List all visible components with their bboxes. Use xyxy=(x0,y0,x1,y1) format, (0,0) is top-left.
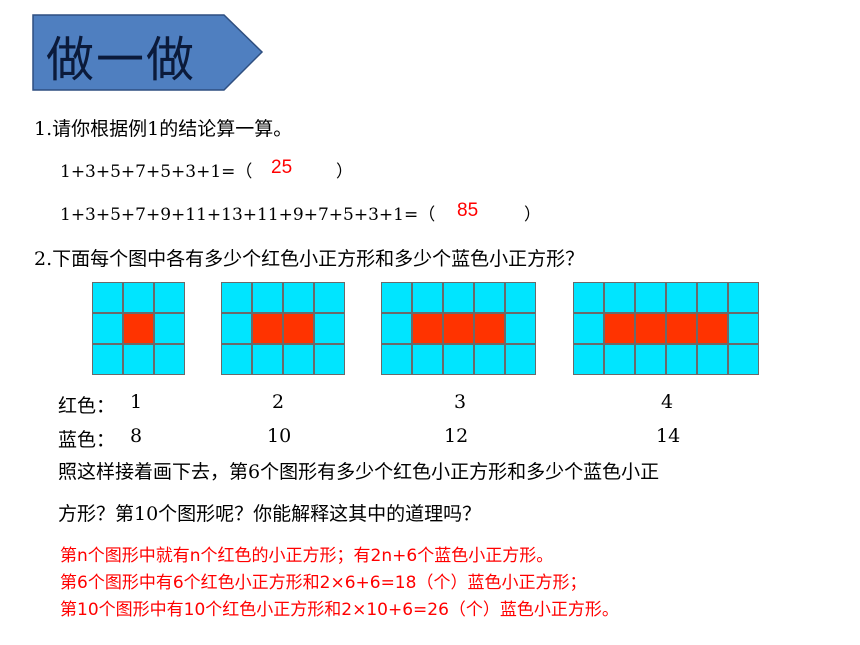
title-banner: 做一做 xyxy=(32,14,264,91)
blue-square xyxy=(697,344,728,375)
blue-square xyxy=(92,344,123,375)
blue-square xyxy=(474,282,505,313)
blue-square xyxy=(505,282,536,313)
blue-square xyxy=(92,282,123,313)
blue-square xyxy=(252,282,283,313)
blue-square xyxy=(604,282,635,313)
red-square xyxy=(666,313,697,344)
blue-square xyxy=(505,344,536,375)
blue-square xyxy=(573,282,604,313)
red-count-1: 1 xyxy=(130,391,143,413)
blue-square xyxy=(635,344,666,375)
question-1-prompt: 1.请你根据例1的结论算一算。 xyxy=(34,118,293,140)
blue-square xyxy=(314,313,345,344)
question-2-prompt: 2.下面每个图中各有多少个红色小正方形和多少个蓝色小正方形？ xyxy=(34,248,585,270)
blue-square xyxy=(728,344,759,375)
blue-square xyxy=(381,313,412,344)
figure-1 xyxy=(92,282,185,375)
blue-square xyxy=(92,313,123,344)
equation-2-text: 1+3+5+7+9+11+13+11+9+7+5+3+1=（ xyxy=(60,205,436,225)
blue-count-1: 8 xyxy=(130,425,143,447)
blue-square xyxy=(412,344,443,375)
blue-square xyxy=(252,344,283,375)
blue-square xyxy=(412,282,443,313)
blue-square xyxy=(154,313,185,344)
red-square xyxy=(443,313,474,344)
equation-1-close: ） xyxy=(336,162,353,182)
figure-3 xyxy=(381,282,536,375)
red-label: 红色： xyxy=(58,395,116,417)
red-square xyxy=(252,313,283,344)
blue-square xyxy=(314,344,345,375)
figure-4 xyxy=(573,282,759,375)
red-square xyxy=(604,313,635,344)
blue-square xyxy=(505,313,536,344)
equation-2: 1+3+5+7+9+11+13+11+9+7+5+3+1=（ xyxy=(60,200,435,225)
equation-1-text: 1+3+5+7+5+3+1=（ xyxy=(60,162,253,182)
figure-2 xyxy=(221,282,345,375)
blue-square xyxy=(381,344,412,375)
equation-2-close: ） xyxy=(524,205,541,225)
red-square xyxy=(697,313,728,344)
answer-line-2: 第6个图形中有6个红色小正方形和2×6+6=18（个）蓝色小正方形； xyxy=(60,573,587,593)
blue-square xyxy=(443,344,474,375)
blue-square xyxy=(573,344,604,375)
red-square xyxy=(635,313,666,344)
blue-square xyxy=(221,344,252,375)
blue-square xyxy=(283,282,314,313)
blue-square xyxy=(154,344,185,375)
blue-square xyxy=(154,282,185,313)
equation-1: 1+3+5+7+5+3+1=（ xyxy=(60,157,252,182)
answer-1: 25 xyxy=(271,157,293,178)
blue-square xyxy=(283,344,314,375)
blue-square xyxy=(381,282,412,313)
blue-count-4: 14 xyxy=(656,425,681,447)
banner-arrow-shape xyxy=(32,14,264,91)
blue-square xyxy=(474,344,505,375)
blue-square xyxy=(221,282,252,313)
blue-square xyxy=(728,282,759,313)
blue-square xyxy=(221,313,252,344)
follow-up-line-2: 方形？第10个图形呢？你能解释这其中的道理吗？ xyxy=(58,503,482,525)
banner-title: 做一做 xyxy=(46,32,197,88)
blue-square xyxy=(123,282,154,313)
red-square xyxy=(412,313,443,344)
blue-square xyxy=(666,282,697,313)
blue-count-2: 10 xyxy=(267,425,292,447)
blue-square xyxy=(697,282,728,313)
blue-square xyxy=(314,282,345,313)
red-square xyxy=(123,313,154,344)
blue-square xyxy=(573,313,604,344)
answer-2: 85 xyxy=(457,200,479,221)
red-count-4: 4 xyxy=(661,391,674,413)
answer-line-3: 第10个图形中有10个红色小正方形和2×10+6=26（个）蓝色小正方形。 xyxy=(60,600,619,620)
answer-line-1: 第n个图形中就有n个红色的小正方形；有2n+6个蓝色小正方形。 xyxy=(60,546,554,566)
red-square xyxy=(474,313,505,344)
blue-square xyxy=(123,344,154,375)
blue-square xyxy=(443,282,474,313)
blue-square xyxy=(635,282,666,313)
blue-count-3: 12 xyxy=(444,425,469,447)
red-square xyxy=(283,313,314,344)
blue-square xyxy=(666,344,697,375)
follow-up-line-1: 照这样接着画下去，第6个图形有多少个红色小正方形和多少个蓝色小正 xyxy=(58,461,660,483)
blue-label: 蓝色： xyxy=(58,429,116,451)
blue-square xyxy=(604,344,635,375)
blue-square xyxy=(728,313,759,344)
red-count-3: 3 xyxy=(454,391,467,413)
red-count-2: 2 xyxy=(272,391,285,413)
